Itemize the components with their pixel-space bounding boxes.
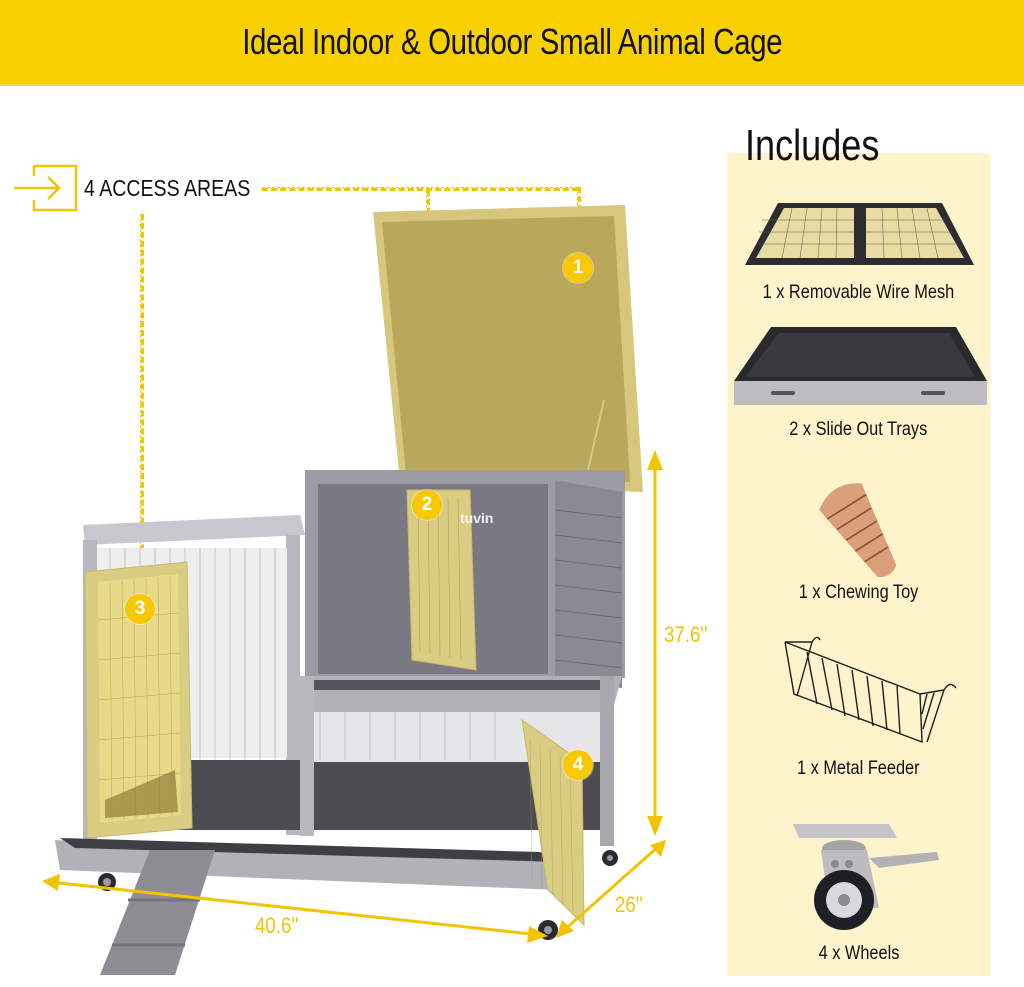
tray-icon [731, 325, 989, 412]
cage-illustration: tuvin [0, 90, 720, 987]
access-marker-3: 3 [125, 594, 155, 624]
leader-line [262, 187, 578, 191]
include-item-chew-toy: 1 x Chewing Toy [727, 465, 990, 610]
header-banner: Ideal Indoor & Outdoor Small Animal Cage [0, 0, 1024, 86]
include-label: 1 x Removable Wire Mesh [762, 282, 955, 303]
wire-mesh-icon [742, 200, 977, 275]
access-marker-1: 1 [563, 253, 593, 283]
include-item-wire-mesh: 1 x Removable Wire Mesh [727, 195, 990, 310]
width-dimension: 40.6'' [255, 913, 299, 938]
depth-dimension: 26'' [615, 892, 643, 917]
include-item-wheels: 4 x Wheels [727, 810, 990, 970]
metal-feeder-icon [782, 634, 962, 749]
include-label: 2 x Slide Out Trays [789, 419, 928, 440]
page-title: Ideal Indoor & Outdoor Small Animal Cage [242, 21, 782, 62]
includes-panel [727, 153, 990, 976]
include-label: 1 x Metal Feeder [797, 758, 920, 779]
brand-logo: tuvin [460, 510, 494, 526]
access-marker-2: 2 [412, 490, 442, 520]
height-dimension: 37.6'' [664, 622, 708, 647]
chew-toy-icon [805, 473, 915, 588]
include-label: 4 x Wheels [818, 943, 899, 964]
enter-arrow-icon [14, 162, 78, 214]
access-marker-4: 4 [563, 750, 593, 780]
include-item-metal-feeder: 1 x Metal Feeder [727, 630, 990, 780]
includes-title: Includes [745, 121, 880, 170]
access-areas-label: 4 ACCESS AREAS [84, 174, 251, 201]
access-areas-callout: 4 ACCESS AREAS [14, 162, 280, 214]
include-item-tray: 2 x Slide Out Trays [727, 323, 990, 445]
include-label: 1 x Chewing Toy [798, 582, 919, 603]
caster-wheel-icon [789, 812, 949, 942]
